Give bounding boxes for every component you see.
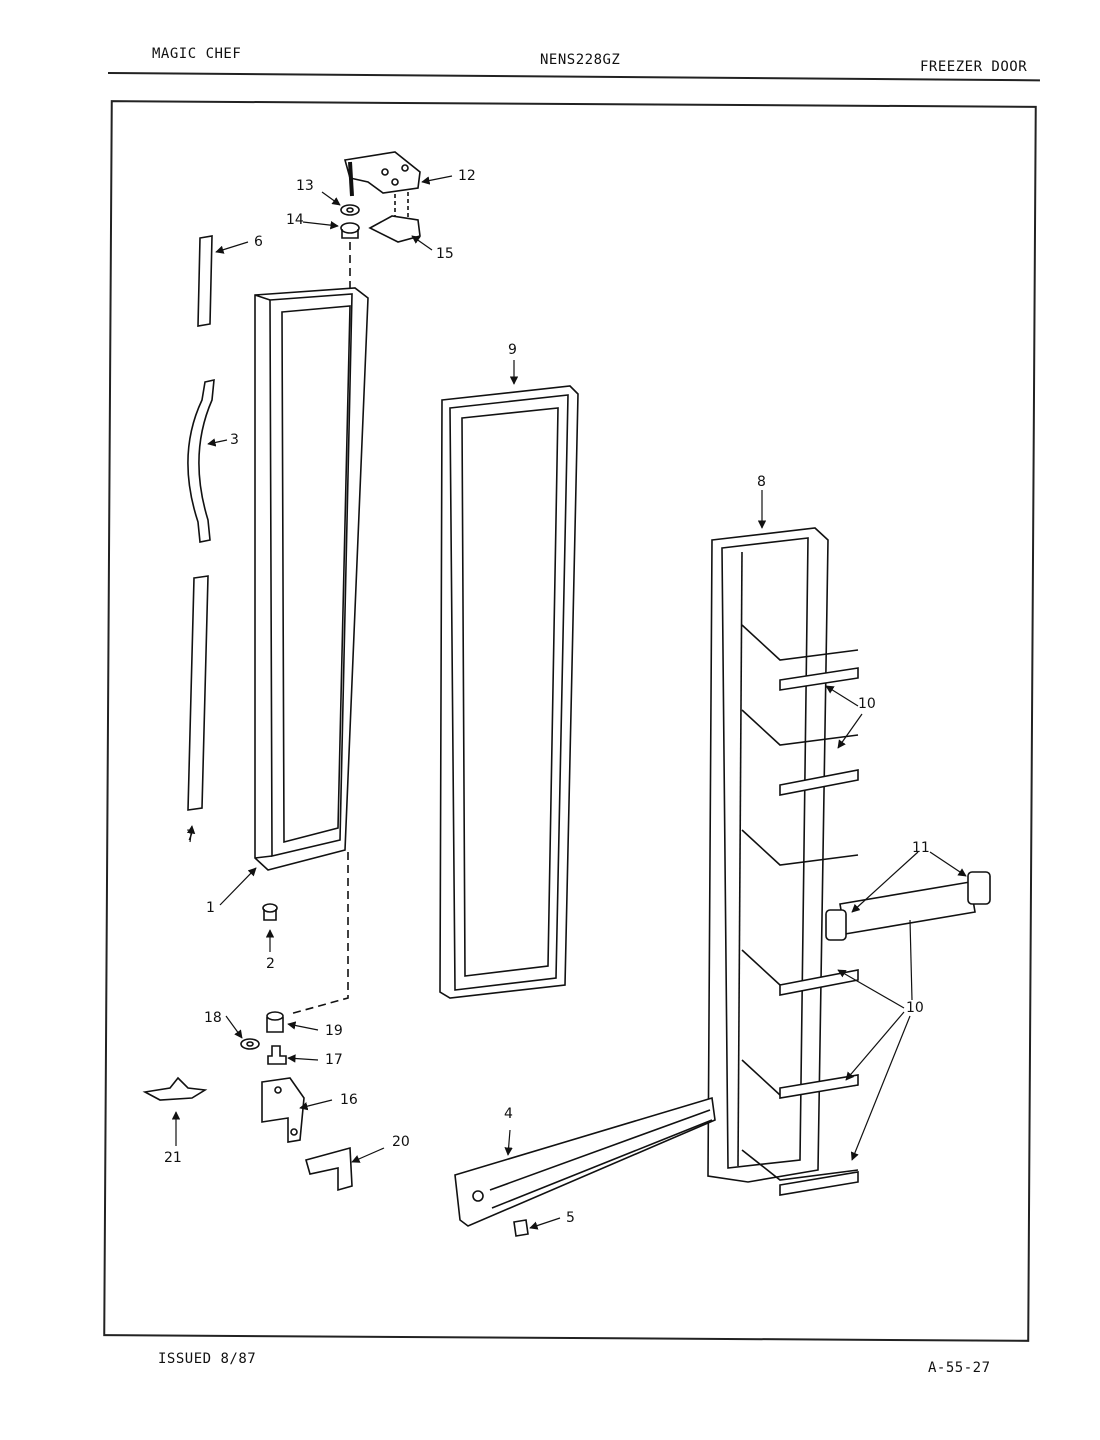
callout-1: 1 xyxy=(206,900,215,916)
part-20-bracket xyxy=(305,1146,353,1192)
callout-14: 14 xyxy=(286,212,304,228)
callout-21: 21 xyxy=(164,1150,182,1166)
callout-11: 11 xyxy=(912,840,930,856)
callout-6: 6 xyxy=(254,234,263,250)
part-13-washer xyxy=(340,204,360,216)
callout-8: 8 xyxy=(757,474,766,490)
part-17-hinge-pin xyxy=(267,1045,287,1065)
callout-10-lower: 10 xyxy=(906,1000,924,1016)
model-number: NENS228GZ xyxy=(540,52,621,68)
part-8-door-liner xyxy=(707,527,859,1183)
part-18-washer xyxy=(240,1038,260,1050)
part-4-bottom-rail xyxy=(454,1096,716,1227)
part-2-bushing xyxy=(262,903,278,921)
callout-18: 18 xyxy=(204,1010,222,1026)
callout-17: 17 xyxy=(325,1052,343,1068)
callout-9: 9 xyxy=(508,342,517,358)
callout-4: 4 xyxy=(504,1106,513,1122)
part-12-top-hinge xyxy=(343,151,421,218)
part-5-clip xyxy=(513,1219,529,1237)
part-19-bushing xyxy=(266,1011,284,1033)
part-1-door-panel xyxy=(254,287,369,871)
callout-5: 5 xyxy=(566,1210,575,1226)
callout-19: 19 xyxy=(325,1023,343,1039)
callout-10-upper: 10 xyxy=(858,696,876,712)
part-6-trim-strip xyxy=(197,235,213,327)
callout-20: 20 xyxy=(392,1134,410,1150)
issue-date: ISSUED 8/87 xyxy=(158,1351,257,1367)
callout-2: 2 xyxy=(266,956,275,972)
page-code: A-55-27 xyxy=(928,1360,991,1376)
part-7-trim-strip xyxy=(187,575,209,811)
callout-16: 16 xyxy=(340,1092,358,1108)
callout-15: 15 xyxy=(436,246,454,262)
callout-3: 3 xyxy=(230,432,239,448)
part-9-door-gasket xyxy=(439,385,579,999)
callout-7: 7 xyxy=(186,828,195,844)
section-title: FREEZER DOOR xyxy=(920,59,1028,75)
callout-12: 12 xyxy=(458,168,476,184)
part-14-bushing xyxy=(340,222,360,239)
part-16-bottom-hinge xyxy=(261,1077,305,1143)
callout-13: 13 xyxy=(296,178,314,194)
part-21-plate xyxy=(142,1076,208,1101)
brand-label: MAGIC CHEF xyxy=(152,46,242,62)
part-11-shelf-rail xyxy=(825,871,991,941)
diagram-frame xyxy=(103,100,1037,1342)
part-15-hinge-plate xyxy=(368,215,421,243)
part-3-door-handle xyxy=(187,378,215,543)
